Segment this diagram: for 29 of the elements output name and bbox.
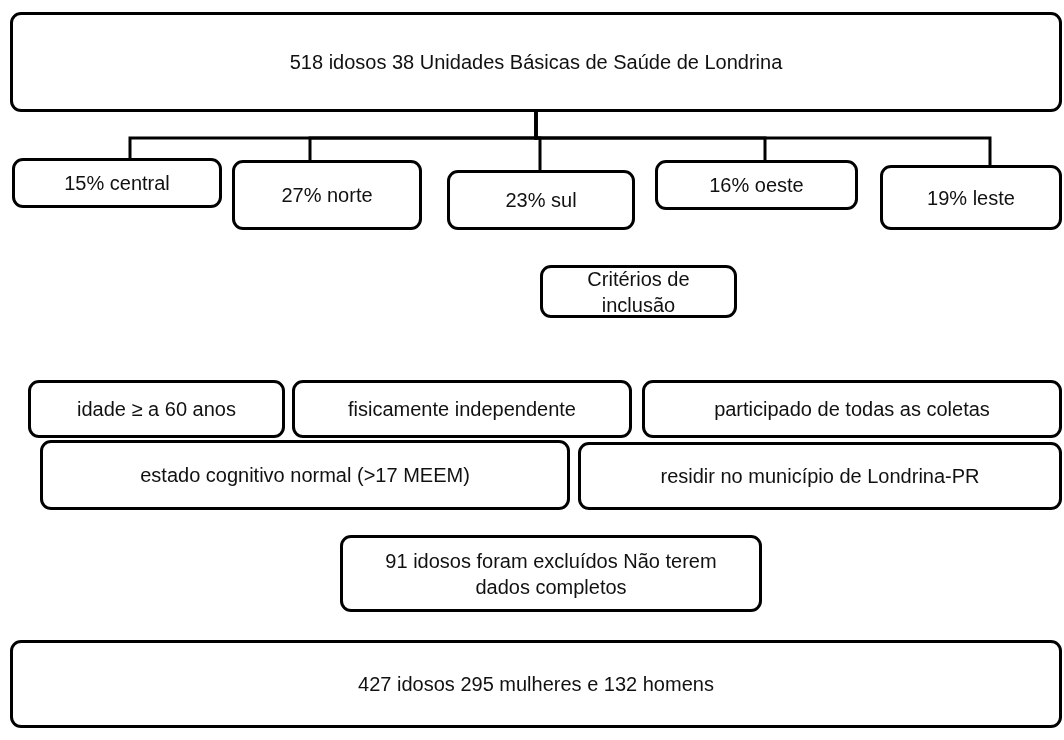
process-box xyxy=(12,158,222,208)
box-text: participado de todas as coletas xyxy=(714,397,990,422)
process-box xyxy=(655,160,858,210)
box-text: estado cognitivo normal (>17 MEEM) xyxy=(140,463,470,488)
process-box xyxy=(340,535,762,612)
box-text: 518 idosos 38 Unidades Básicas de Saúde de Londrina xyxy=(289,50,783,75)
process-box xyxy=(292,380,632,438)
process-box xyxy=(540,265,737,318)
process-box xyxy=(232,160,422,230)
process-box xyxy=(28,380,285,438)
box-text: residir no município de Londrina-PR xyxy=(660,464,980,489)
process-box xyxy=(447,170,635,230)
process-box xyxy=(10,640,1062,728)
process-box xyxy=(40,440,570,510)
box-text: idade ≥ a 60 anos xyxy=(77,397,236,422)
box-text: 15% central xyxy=(64,171,170,196)
box-text: fisicamente independente xyxy=(348,397,576,422)
box-text: 16% oeste xyxy=(709,173,804,198)
process-box xyxy=(642,380,1062,438)
process-box xyxy=(578,442,1062,510)
connector-line xyxy=(534,112,992,165)
box-text: 91 idosos foram excluídos Não terem dados completos xyxy=(384,548,718,600)
box-text: 427 idosos 295 mulheres e 132 homens xyxy=(358,672,714,697)
box-text: Critérios de inclusão xyxy=(586,266,691,318)
box-text: 27% norte xyxy=(281,183,373,208)
process-box xyxy=(10,12,1062,112)
box-text: 19% leste xyxy=(927,185,1015,211)
box-text: 23% sul xyxy=(505,188,577,213)
process-box xyxy=(880,165,1062,230)
